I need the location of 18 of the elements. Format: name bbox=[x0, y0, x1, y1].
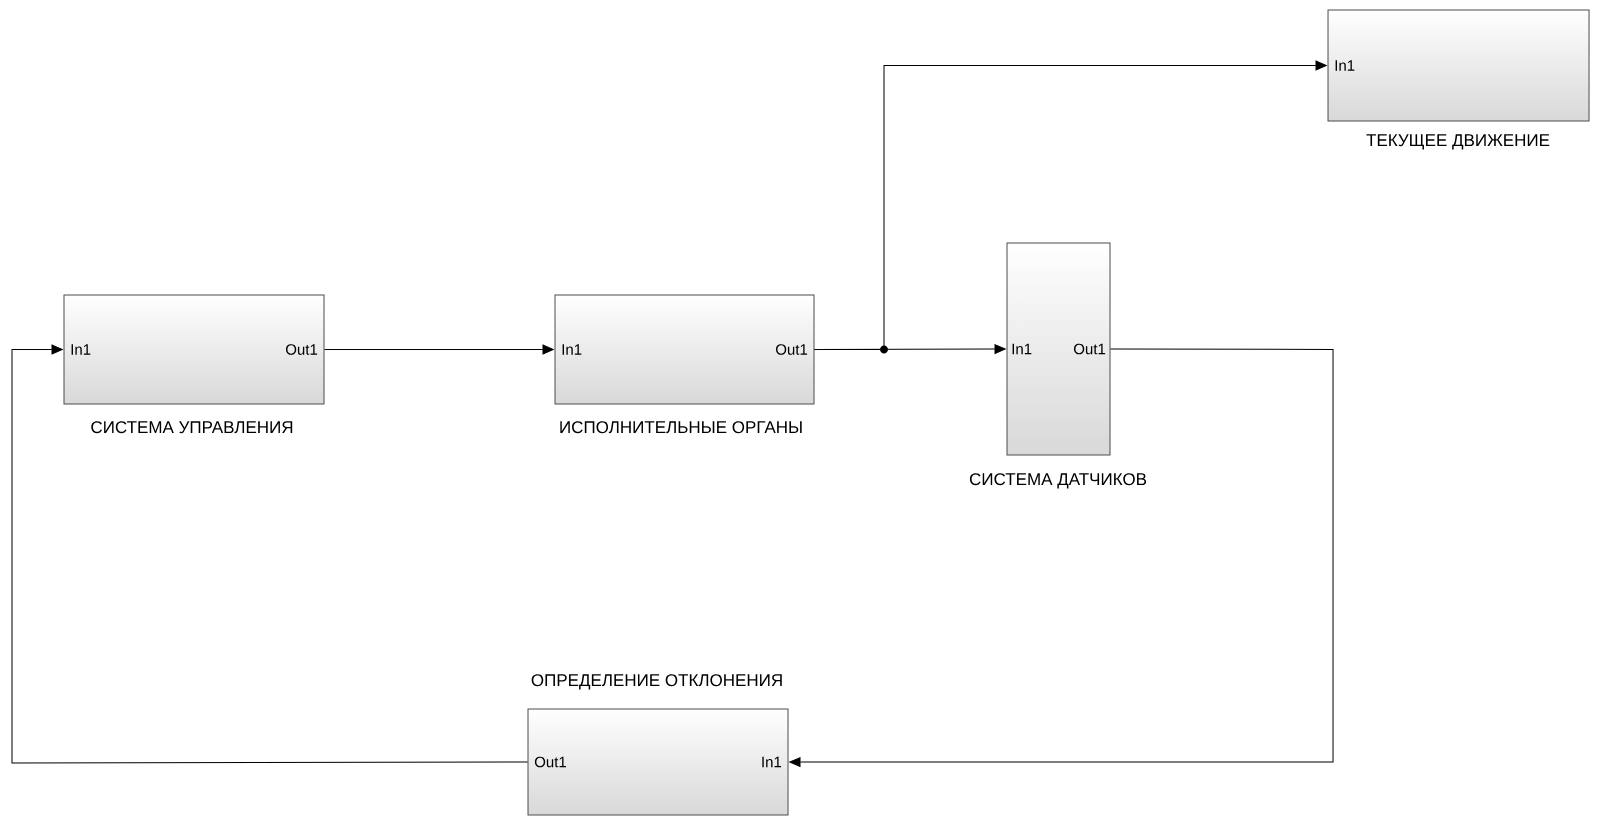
port-label: In1 bbox=[71, 344, 91, 355]
connector-arrow bbox=[324, 344, 554, 355]
block-label: СИСТЕМА ДАТЧИКОВ bbox=[969, 473, 1147, 489]
connector-arrow bbox=[11, 344, 528, 764]
port-label: In1 bbox=[1012, 343, 1032, 355]
connector-arrow bbox=[814, 60, 1327, 350]
port-label: In1 bbox=[1335, 60, 1355, 71]
block-label: ИСПОЛНИТЕЛЬНЫЕ ОРГАНЫ bbox=[560, 421, 802, 434]
port-label: Out1 bbox=[534, 756, 566, 768]
connector-arrow bbox=[789, 348, 1334, 767]
port-label: Out1 bbox=[286, 344, 318, 355]
port-label: Out1 bbox=[1074, 343, 1106, 355]
port-label: In1 bbox=[762, 756, 782, 768]
block-label: ТЕКУЩЕЕ ДВИЖЕНИЕ bbox=[1366, 134, 1550, 150]
port-label: Out1 bbox=[776, 344, 808, 355]
block-label: СИСТЕМА УПРАВЛЕНИЯ bbox=[91, 421, 293, 434]
port-label: In1 bbox=[562, 344, 582, 355]
block-label: ОПРЕДЕЛЕНИЕ ОТКЛОНЕНИЯ bbox=[531, 674, 782, 690]
